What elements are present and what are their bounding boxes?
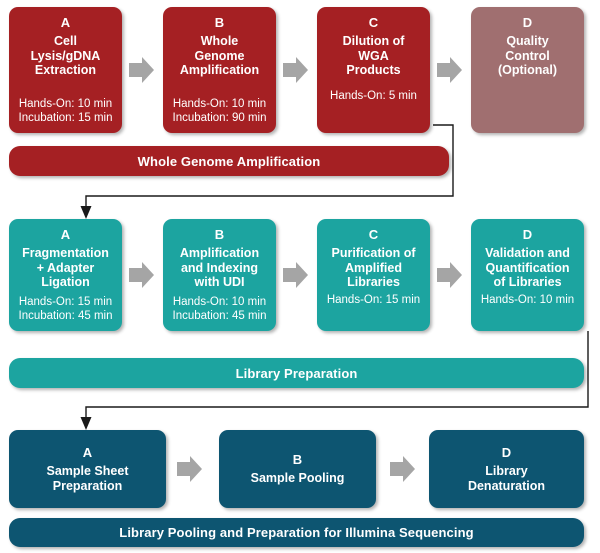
step-title: Dilution of WGA Products xyxy=(342,34,405,77)
step-title: Sample Pooling xyxy=(250,471,345,486)
step-title: Purification of Amplified Libraries xyxy=(331,246,416,289)
down-arrowhead-icon xyxy=(80,417,92,430)
flow-arrow-icon xyxy=(437,55,463,85)
step-title: Fragmentation + Adapter Ligation xyxy=(22,246,109,289)
step-title: Cell Lysis/gDNA Extraction xyxy=(30,34,101,77)
step-letter: D xyxy=(522,15,533,30)
step-box-wga-c[interactable]: C Dilution of WGA Products Hands-On: 5 m… xyxy=(317,7,430,133)
section-banner-pooling: Library Pooling and Preparation for Illu… xyxy=(9,518,584,547)
section-banner-label: Whole Genome Amplification xyxy=(137,153,321,169)
section-banner-label: Library Preparation xyxy=(235,365,358,381)
step-letter: A xyxy=(82,445,93,460)
step-durations: Hands-On: 5 min xyxy=(330,90,417,102)
section-banner-libprep: Library Preparation xyxy=(9,358,584,388)
step-box-wga-b[interactable]: B Whole Genome Amplification Hands-On: 1… xyxy=(163,7,276,133)
step-letter: A xyxy=(60,15,71,30)
step-letter: C xyxy=(368,227,379,242)
flow-arrow-icon xyxy=(390,454,416,484)
flow-arrow-icon xyxy=(129,55,155,85)
down-arrowhead-icon xyxy=(80,206,92,219)
step-box-libprep-b[interactable]: B Amplification and Indexing with UDI Ha… xyxy=(163,219,276,331)
step-box-libprep-c[interactable]: C Purification of Amplified Libraries Ha… xyxy=(317,219,430,331)
step-durations: Hands-On: 15 min Incubation: 45 min xyxy=(18,296,113,322)
step-box-wga-a[interactable]: A Cell Lysis/gDNA Extraction Hands-On: 1… xyxy=(9,7,122,133)
flow-arrow-icon xyxy=(129,260,155,290)
step-title: Amplification and Indexing with UDI xyxy=(179,246,260,289)
step-title: Library Denaturation xyxy=(467,464,546,493)
step-letter: C xyxy=(368,15,379,30)
step-durations: Hands-On: 10 min Incubation: 45 min xyxy=(172,296,267,322)
step-letter: D xyxy=(522,227,533,242)
step-box-wga-d[interactable]: D Quality Control (Optional) xyxy=(471,7,584,133)
step-durations: Hands-On: 15 min xyxy=(326,294,421,306)
step-title: Whole Genome Amplification xyxy=(179,34,260,77)
step-letter: B xyxy=(214,15,225,30)
step-letter: B xyxy=(214,227,225,242)
step-title: Quality Control (Optional) xyxy=(497,34,557,77)
section-banner-label: Library Pooling and Preparation for Illu… xyxy=(119,525,474,540)
step-box-pooling-d[interactable]: D Library Denaturation xyxy=(429,430,584,508)
step-title: Validation and Quantification of Librari… xyxy=(485,246,570,289)
step-box-libprep-d[interactable]: D Validation and Quantification of Libra… xyxy=(471,219,584,331)
step-box-pooling-a[interactable]: A Sample Sheet Preparation xyxy=(9,430,166,508)
step-title: Sample Sheet Preparation xyxy=(46,464,129,493)
step-durations: Hands-On: 10 min xyxy=(480,294,575,306)
flow-arrow-icon xyxy=(177,454,203,484)
step-durations: Hands-On: 10 min Incubation: 90 min xyxy=(172,98,267,124)
step-box-pooling-b[interactable]: B Sample Pooling xyxy=(219,430,376,508)
step-letter: A xyxy=(60,227,71,242)
flow-arrow-icon xyxy=(437,260,463,290)
section-banner-wga: Whole Genome Amplification xyxy=(9,146,449,176)
flow-arrow-icon xyxy=(283,55,309,85)
flow-arrow-icon xyxy=(283,260,309,290)
step-letter: D xyxy=(501,445,512,460)
step-durations: Hands-On: 10 min Incubation: 15 min xyxy=(18,98,113,124)
step-box-libprep-a[interactable]: A Fragmentation + Adapter Ligation Hands… xyxy=(9,219,122,331)
step-letter: B xyxy=(292,452,303,468)
